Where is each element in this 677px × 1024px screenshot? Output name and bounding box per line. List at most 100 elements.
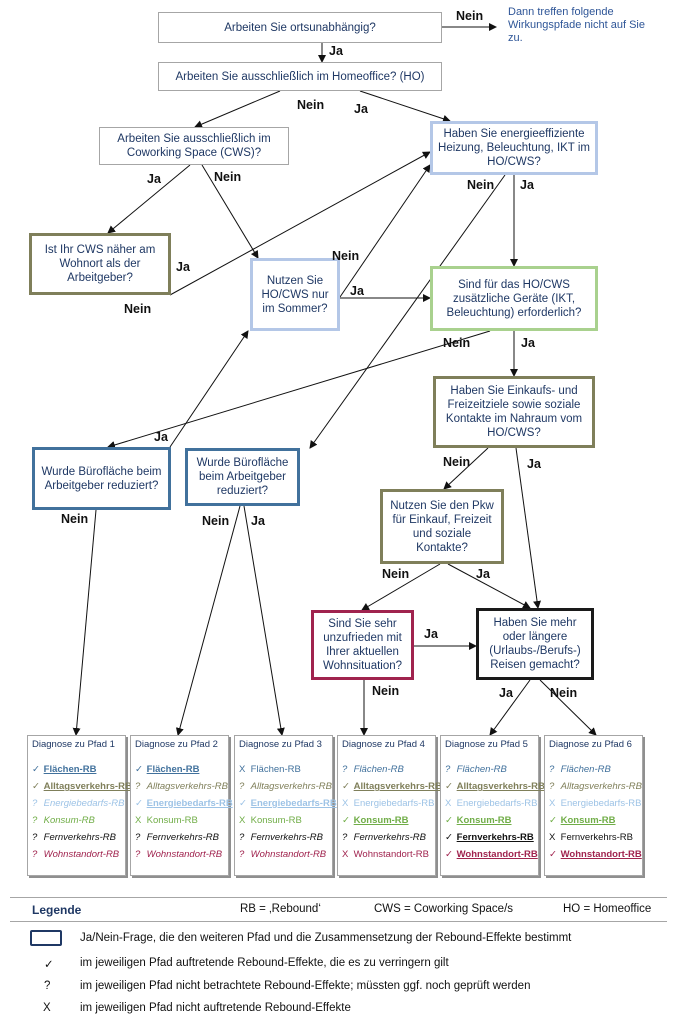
question-icon: ? bbox=[32, 798, 38, 809]
diagnosis-item-label: Wohnstandort-RB bbox=[43, 849, 120, 860]
question-icon: ? bbox=[239, 781, 245, 792]
diagnosis-item: ✓ Konsum-RB bbox=[445, 812, 534, 829]
question-homeoffice: Arbeiten Sie ausschließlich im Homeoffic… bbox=[158, 62, 442, 91]
label-q10-ja: Ja bbox=[154, 430, 168, 444]
diagnosis-item-label: Konsum-RB bbox=[43, 815, 95, 826]
question-ortsunabhaengig: Arbeiten Sie ortsunabhängig? bbox=[158, 12, 442, 43]
check-icon: ✓ bbox=[445, 832, 453, 843]
diagnosis-item: ? Wohnstandort-RB bbox=[239, 846, 328, 863]
question-icon: ? bbox=[549, 781, 555, 792]
diagnosis-item-label: Energiebedarfs-RB bbox=[146, 798, 233, 809]
diagnosis-item-label: Wohnstandort-RB bbox=[250, 849, 327, 860]
label-q7-ja: Ja bbox=[521, 336, 535, 350]
arrow-q11-q13 bbox=[447, 563, 531, 609]
diagnosis-pfad-6: Diagnose zu Pfad 6? Flächen-RB? Alltagsv… bbox=[544, 735, 643, 876]
diagnosis-item: ? Alltagsverkehrs-RB bbox=[239, 778, 332, 795]
label-q4-ja: Ja bbox=[520, 178, 534, 192]
label-q8-ja: Ja bbox=[527, 457, 541, 471]
arrow-q3-q6 bbox=[201, 164, 259, 259]
diagnosis-item-label: Energiebedarfs-RB bbox=[250, 798, 337, 809]
diagnosis-item-label: Flächen-RB bbox=[146, 764, 200, 775]
question-coworking: Arbeiten Sie ausschließlich im Coworking… bbox=[99, 127, 289, 165]
question-nur-sommer: Nutzen Sie HO/CWS nur im Sommer? bbox=[250, 258, 340, 331]
diagnosis-title: Diagnose zu Pfad 4 bbox=[342, 739, 425, 750]
question-icon: ? bbox=[342, 764, 348, 775]
legend-abbrev-rb: RB = ‚Rebound‘ bbox=[240, 903, 321, 915]
label-q3-nein: Nein bbox=[214, 170, 242, 184]
label-q10-nein: Nein bbox=[61, 512, 89, 526]
label-q6-nein: Nein bbox=[332, 249, 360, 263]
diagnosis-item: X Energiebedarfs-RB bbox=[342, 795, 434, 812]
question-icon: ? bbox=[135, 832, 141, 843]
diagnosis-item: X Fernverkehrs-RB bbox=[549, 829, 638, 846]
question-icon: ? bbox=[32, 849, 38, 860]
diagnosis-item: ✓ Energiebedarfs-RB bbox=[239, 795, 337, 812]
arrow-q7-q10 bbox=[107, 330, 491, 449]
diagnosis-item: ? Wohnstandort-RB bbox=[135, 846, 224, 863]
diagnosis-item-label: Alltagsverkehrs-RB bbox=[250, 781, 332, 792]
diagnosis-title: Diagnose zu Pfad 2 bbox=[135, 739, 218, 750]
diagnosis-item: ✓ Flächen-RB bbox=[32, 761, 121, 778]
legend-abbrev-ho: HO = Homeoffice bbox=[563, 903, 652, 915]
diagnosis-item: ? Wohnstandort-RB bbox=[32, 846, 121, 863]
diagnosis-item-label: Konsum-RB bbox=[250, 815, 302, 826]
x-icon: X bbox=[549, 832, 556, 843]
diagnosis-item: ✓ Energiebedarfs-RB bbox=[135, 795, 233, 812]
check-icon: ✓ bbox=[342, 815, 350, 826]
diagnosis-item-label: Flächen-RB bbox=[250, 764, 301, 775]
label-q8-nein: Nein bbox=[443, 455, 471, 469]
x-icon: X bbox=[342, 798, 349, 809]
diagnosis-item-label: Konsum-RB bbox=[146, 815, 198, 826]
diagnosis-item-label: Alltagsverkehrs-RB bbox=[146, 781, 228, 792]
diagnosis-item: ? Flächen-RB bbox=[342, 761, 431, 778]
legend-question-symbol: ? bbox=[44, 980, 51, 992]
x-icon: X bbox=[445, 798, 452, 809]
label-q3-ja: Ja bbox=[147, 172, 161, 186]
diagnosis-item: ✓ Alltagsverkehrs-RB bbox=[32, 778, 132, 795]
legend-divider-bottom bbox=[10, 921, 667, 922]
diagnosis-item: ? Fernverkehrs-RB bbox=[342, 829, 431, 846]
label-q4-nein: Nein bbox=[467, 178, 495, 192]
check-icon: ✓ bbox=[445, 815, 453, 826]
label-q7-nein: Nein bbox=[443, 336, 471, 350]
diagnosis-item: ? Flächen-RB bbox=[549, 761, 638, 778]
label-q11-nein: Nein bbox=[382, 567, 410, 581]
label-q5-ja: Ja bbox=[176, 260, 190, 274]
diagnosis-item-label: Alltagsverkehrs-RB bbox=[456, 781, 545, 792]
label-q11-ja: Ja bbox=[476, 567, 490, 581]
legend-title: Legende bbox=[32, 903, 82, 917]
label-q9-ja: Ja bbox=[251, 514, 265, 528]
label-q1-nein: Nein bbox=[456, 9, 484, 23]
check-icon: ✓ bbox=[135, 764, 143, 775]
diagnosis-pfad-4: Diagnose zu Pfad 4? Flächen-RB✓ Alltagsv… bbox=[337, 735, 442, 876]
legend-divider-top bbox=[10, 897, 667, 898]
diagnosis-item: ✓ Fernverkehrs-RB bbox=[445, 829, 534, 846]
x-icon: X bbox=[135, 815, 142, 826]
question-buroflaeche-links: Wurde Bürofläche beim Arbeitgeber reduzi… bbox=[32, 447, 171, 510]
question-icon: ? bbox=[135, 849, 141, 860]
arrow-q3-q5 bbox=[107, 164, 191, 234]
diagnosis-item-label: Konsum-RB bbox=[560, 815, 616, 826]
diagnosis-item: X Konsum-RB bbox=[239, 812, 328, 829]
legend-x-desc: im jeweiligen Pfad nicht auftretende Reb… bbox=[80, 1002, 351, 1014]
arrow-q2-q4 bbox=[359, 90, 451, 123]
label-q2-ja: Ja bbox=[354, 102, 368, 116]
diagnosis-item-label: Alltagsverkehrs-RB bbox=[560, 781, 642, 792]
diagnosis-item: X Flächen-RB bbox=[239, 761, 328, 778]
question-pkw: Nutzen Sie den Pkw für Einkauf, Freizeit… bbox=[380, 489, 504, 564]
diagnosis-title: Diagnose zu Pfad 3 bbox=[239, 739, 322, 750]
legend-box-desc: Ja/Nein-Frage, die den weiteren Pfad und… bbox=[80, 932, 572, 944]
question-icon: ? bbox=[445, 764, 451, 775]
diagnosis-item: ? Konsum-RB bbox=[32, 812, 121, 829]
diagnosis-item: ✓ Wohnstandort-RB bbox=[445, 846, 538, 863]
legend-box-sample bbox=[30, 930, 62, 946]
question-icon: ? bbox=[549, 764, 555, 775]
diagnosis-item-label: Konsum-RB bbox=[456, 815, 512, 826]
diagnosis-item: ? Fernverkehrs-RB bbox=[32, 829, 121, 846]
diagnosis-item-label: Energiebedarfs-RB bbox=[560, 798, 642, 809]
arrow-q13-d5 bbox=[489, 679, 531, 736]
check-icon: ✓ bbox=[135, 798, 143, 809]
arrow-q9-d3 bbox=[243, 505, 285, 736]
question-icon: ? bbox=[135, 781, 141, 792]
